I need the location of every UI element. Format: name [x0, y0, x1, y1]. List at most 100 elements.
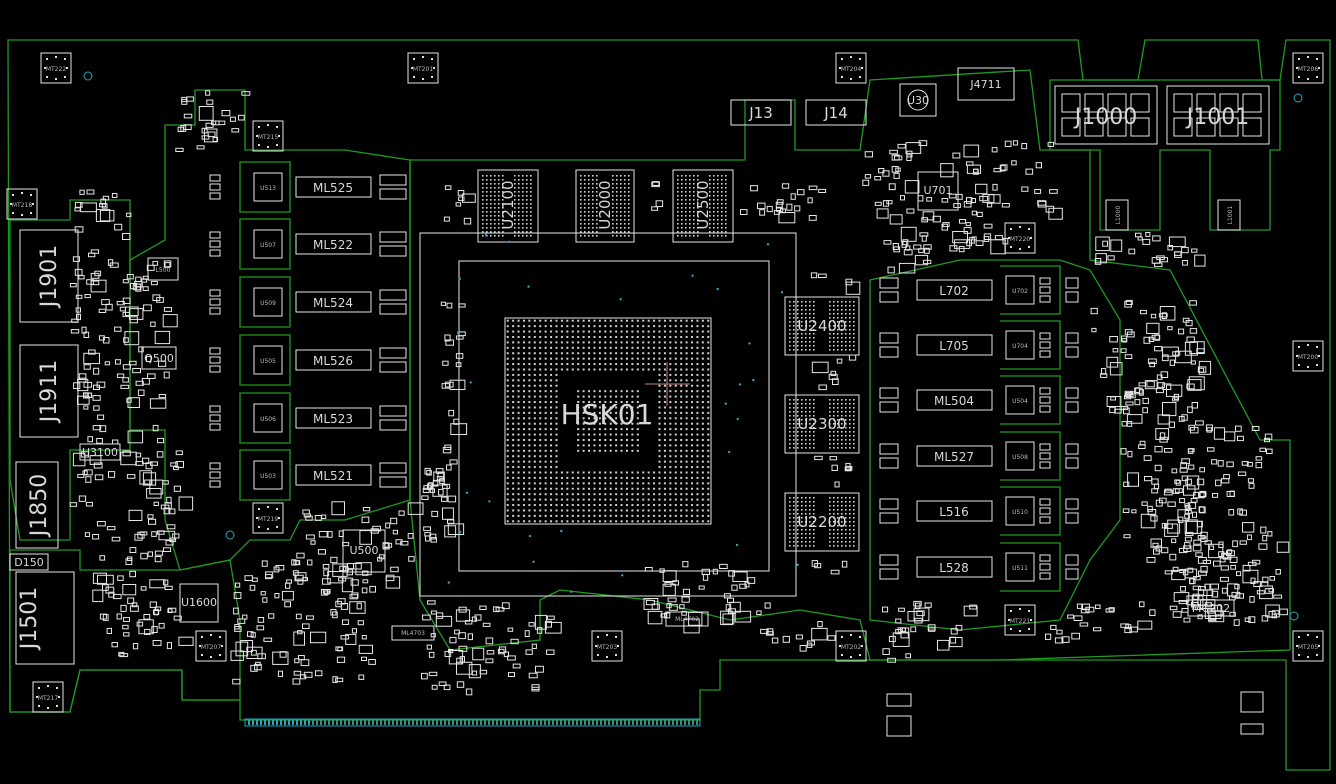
svg-text:J13: J13 — [748, 104, 773, 122]
svg-text:J1911: J1911 — [37, 360, 62, 424]
svg-text:U2400: U2400 — [797, 317, 846, 335]
mount-hole: MT200 — [1292, 340, 1324, 372]
svg-text:U2200: U2200 — [797, 513, 846, 531]
left-phase-inductor-label: ML521 — [313, 469, 353, 483]
mount-hole: MT204 — [835, 52, 867, 84]
left-phase-fet-label: U503 — [260, 473, 276, 480]
svg-text:L1000: L1000 — [1115, 206, 1122, 225]
right-phase-fet-label: U510 — [1012, 509, 1028, 516]
right-vrm-region-outline — [869, 259, 1121, 631]
right-phase-fet-label: U704 — [1012, 343, 1028, 350]
connector-j1911: J1911 — [19, 344, 79, 438]
top-right-conn-outline — [1049, 79, 1281, 231]
controller-u701: U701 — [917, 171, 959, 211]
controller-u30: U30 — [899, 83, 937, 117]
mount-hole: MT215 — [252, 120, 284, 152]
svg-text:D150: D150 — [14, 556, 43, 569]
mount-hole: MT219 — [252, 502, 284, 534]
right-phase-fet-label: U508 — [1012, 454, 1028, 461]
svg-text:MT218: MT218 — [12, 202, 32, 209]
svg-text:U1600: U1600 — [181, 596, 217, 609]
svg-text:MT207: MT207 — [201, 644, 221, 651]
right-phase-5: L516 U510 — [879, 486, 1079, 536]
mount-hole: MT201 — [407, 52, 439, 84]
svg-text:U500: U500 — [349, 544, 378, 557]
gpu-substrate-inner — [458, 260, 770, 572]
mount-hole: MT205 — [1292, 630, 1324, 662]
svg-text:MT202: MT202 — [841, 644, 861, 651]
left-phase-inductor-label: ML522 — [313, 238, 353, 252]
mount-hole: MT206 — [1292, 52, 1324, 84]
svg-text:MT206: MT206 — [1298, 66, 1318, 73]
memory-chip-u2200: U2200 — [784, 492, 860, 552]
inductor-l1001: L1001 — [1217, 199, 1241, 231]
left-phase-fet-label: U505 — [260, 358, 276, 365]
mount-hole: MT218 — [6, 188, 38, 220]
mount-hole: MT202 — [835, 630, 867, 662]
gpu-label: HSK01 — [561, 398, 654, 431]
bottom-left-region-outline — [9, 549, 241, 713]
controller-u500: U500 — [342, 529, 386, 573]
svg-text:MT220: MT220 — [1010, 236, 1030, 243]
right-phase-fet-label: U702 — [1012, 288, 1028, 295]
left-vrm-region-outline — [129, 89, 411, 571]
mount-hole: MT207 — [195, 630, 227, 662]
svg-text:J1501: J1501 — [17, 587, 42, 651]
pcie-edge-connector — [244, 718, 701, 727]
connector-j14: J14 — [805, 99, 867, 126]
svg-text:U2300: U2300 — [797, 415, 846, 433]
left-phase-inductor-label: ML523 — [313, 412, 353, 426]
right-phase-fet-label: U504 — [1012, 398, 1028, 405]
right-phase-fet-label: U511 — [1012, 565, 1028, 572]
power-connector-j1000: J1000 — [1054, 85, 1158, 145]
memory-chip-u2000: U2000 — [575, 169, 635, 243]
svg-text:Q500: Q500 — [144, 352, 174, 365]
svg-text:L500: L500 — [156, 267, 171, 274]
memory-chip-u2100: U2100 — [477, 169, 539, 243]
svg-text:ML4703: ML4703 — [401, 630, 425, 637]
gpu-region-outline — [409, 69, 1291, 661]
svg-text:J14: J14 — [823, 104, 848, 122]
connector-j13: J13 — [730, 99, 792, 126]
svg-text:MT201: MT201 — [413, 66, 433, 73]
left-phase-inductor-label: ML526 — [313, 354, 353, 368]
svg-text:J1001: J1001 — [1185, 105, 1249, 130]
left-phase-6: ML521 U503 — [209, 449, 407, 501]
inductor-l1000: L1000 — [1105, 199, 1129, 231]
connector-j4711: J4711 — [957, 67, 1015, 101]
right-phase-inductor-label: ML527 — [934, 450, 974, 464]
connector-j1901: J1901 — [19, 229, 79, 323]
right-phase-inductor-label: ML504 — [934, 394, 974, 408]
svg-text:U2500: U2500 — [694, 180, 712, 229]
connector-j1501: J1501 — [15, 571, 75, 665]
svg-text:MT215: MT215 — [258, 134, 278, 141]
mount-hole: MT221 — [1004, 604, 1036, 636]
memory-chip-u2400: U2400 — [784, 296, 860, 356]
mount-hole: MT222 — [40, 52, 72, 84]
svg-text:MT219: MT219 — [258, 516, 278, 523]
left-io-region-outline — [9, 199, 131, 541]
svg-text:U30: U30 — [907, 94, 929, 107]
gpu-bga-grid — [504, 317, 712, 525]
controller-u1600: U1600 — [179, 583, 219, 623]
mount-hole: MT217 — [32, 681, 64, 713]
svg-text:J1850: J1850 — [27, 474, 52, 538]
svg-text:U2000: U2000 — [596, 180, 614, 229]
right-phase-inductor-label: L516 — [939, 505, 969, 519]
svg-text:L1001: L1001 — [1227, 206, 1234, 225]
passive-components — [69, 90, 1290, 737]
diode-d150: D150 — [9, 553, 49, 571]
connector-j1850: J1850 — [15, 461, 59, 549]
svg-text:MT203: MT203 — [597, 644, 617, 651]
svg-text:MT217: MT217 — [38, 695, 58, 702]
mount-hole: MT220 — [1004, 222, 1036, 254]
left-phase-fet-label: U509 — [260, 300, 276, 307]
